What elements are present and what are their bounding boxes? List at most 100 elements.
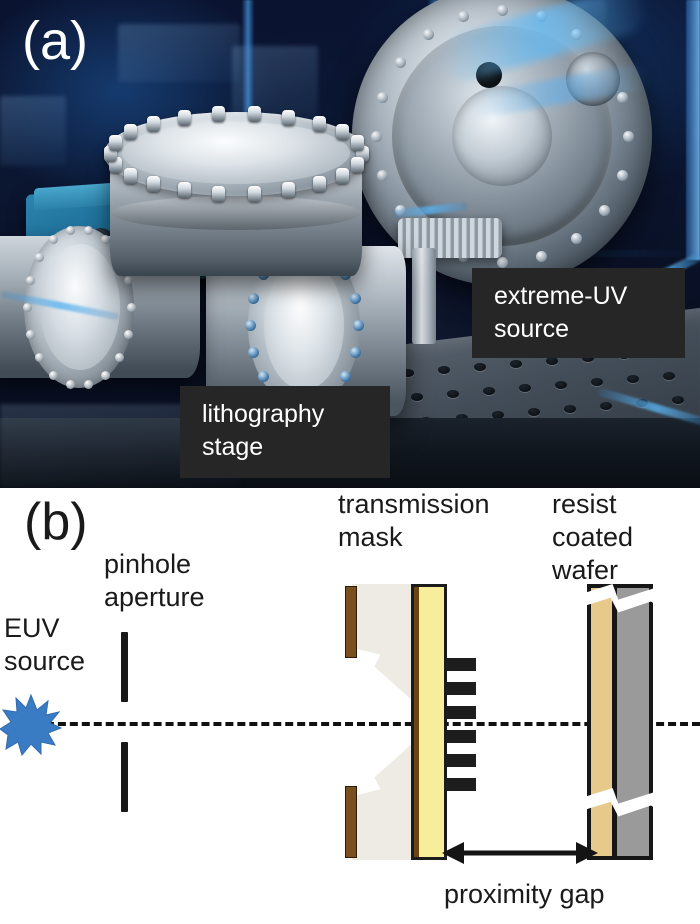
panel-b-schematic: (b) pinhole aperture EUV source transmis…	[0, 488, 700, 924]
center-chamber-flange-inner	[264, 260, 344, 390]
lid-bolt-ring	[104, 106, 369, 202]
table-mounting-hole	[528, 408, 540, 416]
chamber-bolt	[49, 235, 58, 245]
vessel-bolt	[371, 131, 382, 142]
table-mounting-hole	[438, 366, 450, 374]
panel-a-photograph: (a) extreme-UV source lithography stage	[0, 0, 700, 488]
table-mounting-hole	[582, 354, 594, 362]
flange-groove	[112, 196, 360, 230]
chamber-bolt	[114, 353, 124, 363]
table-mounting-hole	[492, 411, 504, 419]
mask-absorber-bar	[446, 706, 476, 719]
table-mounting-hole	[555, 381, 567, 389]
table-mounting-hole	[627, 375, 639, 383]
mask-absorber-bar	[446, 778, 476, 791]
chamber-bolt	[101, 370, 110, 380]
lid-bolt	[124, 124, 137, 141]
chamber-bolt	[26, 276, 36, 286]
resist-coated-wafer	[587, 584, 653, 860]
lid-bolt	[312, 115, 326, 132]
vessel-bolt	[458, 11, 470, 23]
lid-bolt	[109, 134, 123, 151]
table-mounting-hole	[411, 393, 423, 401]
chamber-bolt	[84, 379, 94, 389]
table-mounting-hole	[474, 363, 486, 371]
chamber-bolt	[65, 226, 75, 236]
structural-beam	[242, 0, 254, 120]
chamber-bolt	[26, 329, 36, 339]
chamber-bolt	[353, 320, 364, 331]
background-equipment-panel	[0, 96, 66, 166]
table-mounting-hole	[672, 396, 684, 404]
chamber-bolt	[349, 292, 361, 304]
chamber-bolt	[248, 347, 260, 359]
chamber-bolt	[49, 370, 58, 380]
table-mounting-hole	[591, 378, 603, 386]
label-lithography-stage: lithography stage	[180, 386, 390, 478]
lid-bolt	[212, 106, 226, 123]
lid-bolt	[350, 157, 364, 174]
vessel-bolt	[377, 92, 389, 104]
label-euv-source: EUV source	[4, 613, 86, 676]
vessel-bolt	[616, 169, 628, 181]
structural-beam	[686, 0, 700, 260]
label-proximity-gap: proximity gap	[444, 879, 605, 909]
chamber-bolt	[248, 292, 260, 304]
table-mounting-hole	[483, 387, 495, 395]
vessel-bolt	[377, 169, 389, 181]
table-mounting-hole	[402, 369, 414, 377]
background-equipment-panel	[118, 24, 240, 82]
vessel-bolt	[395, 56, 407, 68]
label-pinhole-aperture: pinhole aperture	[104, 549, 205, 612]
mask-support-wedge-top	[352, 584, 414, 702]
label-transmission-mask: transmission mask	[338, 489, 490, 552]
table-mounting-hole	[519, 384, 531, 392]
lid-bolt	[335, 167, 349, 184]
vessel-bolt	[535, 250, 547, 262]
table-mounting-hole	[546, 357, 558, 365]
lid-bolt	[212, 185, 226, 202]
chamber-bolt	[349, 347, 361, 359]
vessel-bolt	[497, 257, 508, 268]
lid-bolt	[350, 134, 364, 151]
chamber-bolt	[84, 226, 94, 236]
vessel-bolt	[497, 5, 508, 16]
chamber-bolt	[123, 329, 133, 339]
panel-b-letter: (b)	[24, 493, 88, 551]
chamber-bolt	[127, 303, 136, 312]
table-mounting-hole	[510, 360, 522, 368]
chamber-bolt	[245, 320, 256, 331]
optical-axis-dashed-line	[22, 722, 700, 726]
lid-bolt	[282, 109, 296, 126]
euv-source-star-icon	[0, 694, 62, 756]
label-resist-coated-wafer: resist coated wafer	[552, 489, 634, 585]
vessel-bolt	[571, 232, 583, 244]
lid-bolt	[312, 176, 326, 193]
lid-bolt	[247, 106, 261, 123]
lid-bolt	[282, 182, 296, 199]
vessel-bolt	[616, 92, 628, 104]
lithography-chamber-lid-inner	[122, 122, 350, 184]
label-extreme-uv-source: extreme-UV source	[472, 268, 685, 358]
panel-a-letter: (a)	[22, 11, 88, 71]
chamber-bolt	[257, 371, 269, 383]
vertical-tube	[412, 248, 436, 344]
transmission-mask-membrane	[411, 584, 447, 860]
table-mounting-hole	[447, 390, 459, 398]
proximity-gap-arrow	[442, 842, 598, 864]
lid-bolt	[247, 185, 261, 202]
lid-bolt	[335, 124, 349, 141]
chamber-bolt	[123, 276, 133, 286]
chamber-bolt	[340, 371, 352, 383]
pinhole-aperture-blade-bottom	[121, 742, 128, 812]
table-mounting-hole	[600, 402, 612, 410]
mask-frame-top	[345, 586, 357, 658]
lid-bolt	[147, 115, 161, 132]
pinhole-aperture-blade-top	[121, 632, 128, 702]
vessel-bolt	[598, 205, 610, 217]
mask-absorber-bar	[446, 754, 476, 767]
mask-support-wedge-bottom	[352, 742, 414, 860]
table-mounting-hole	[564, 405, 576, 413]
vessel-bolt	[422, 29, 434, 41]
